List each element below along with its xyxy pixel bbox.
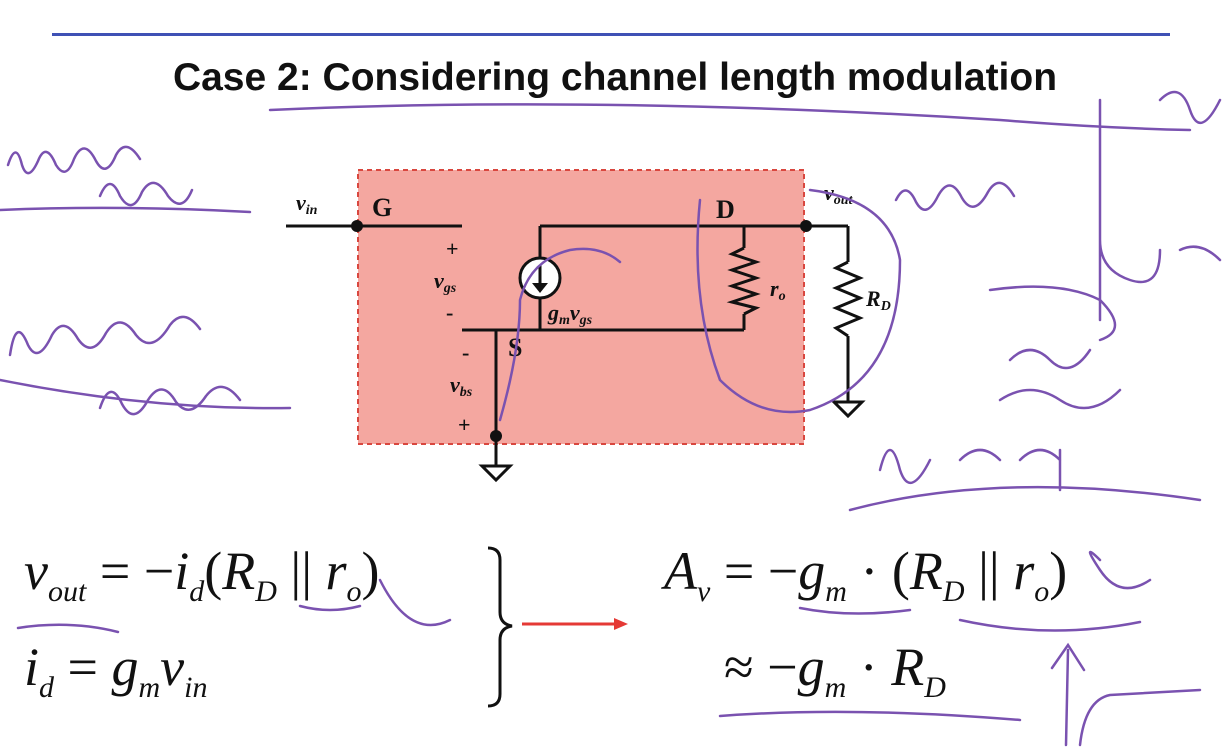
equation-gain: Av = −gm · (RD || ro) [664,541,1068,608]
ink-right-line-1 [988,285,1117,342]
rd-ground-icon [830,400,866,419]
current-source-arrow-head [532,283,548,293]
rd-resistor [832,260,864,338]
result-arrow-head [614,618,628,630]
vbs-label: vbs [450,372,473,400]
ink-loop-drain [696,188,902,414]
drain-node [800,220,812,232]
ink-left-scribble-1 [6,145,194,207]
body-ground-icon [478,464,514,483]
ink-right-scribble-4 [878,448,1062,492]
ink-corner-line [1078,688,1202,747]
vbs-plus-label: + [458,412,471,437]
gate-label: G [372,193,392,222]
rd-label: RD [865,286,891,314]
ink-underline-approx [718,710,1022,722]
circuit-wires [286,224,850,466]
ro-resistor [726,246,761,316]
handwritten-annotations [0,90,1222,747]
vin-label: vin [296,190,318,218]
ink-underline-gm [798,606,1142,632]
ink-right-scribble-1 [894,181,1016,211]
slide-title: Case 2: Considering channel length modul… [172,56,1058,99]
gate-node [351,220,363,232]
vgs-minus-label: - [446,300,453,325]
ink-title-underline [268,103,1192,132]
vbs-minus-label: - [462,340,469,365]
ink-right-scribble-2 [1158,90,1222,262]
ink-circle-ro [1088,550,1152,590]
equation-id: id = gmvin [24,637,208,704]
body-node [490,430,502,442]
top-rule [52,33,1170,36]
equation-approx: ≈ −gm · RD [724,637,946,704]
ink-left-line-1 [0,206,252,214]
ink-right-transistor [1098,98,1162,322]
ink-underline-vout [16,623,120,634]
ink-right-scribble-3 [998,348,1122,410]
mosfet-model-box [357,169,805,445]
ink-up-arrow [1050,642,1086,747]
vgs-label: vgs [434,268,457,296]
ink-left-line-2 [0,378,292,410]
equation-vout: vout = −id(RD || ro) [24,541,380,608]
ro-label: ro [770,276,786,304]
ink-underline-rd [298,578,452,627]
drain-label: D [716,195,735,224]
gm-vgs-label: gmvgs [547,300,593,328]
vgs-plus-label: + [446,236,459,261]
ink-loop-source [498,247,622,422]
equation-brace [487,546,513,708]
ink-right-line-2 [848,485,1202,512]
